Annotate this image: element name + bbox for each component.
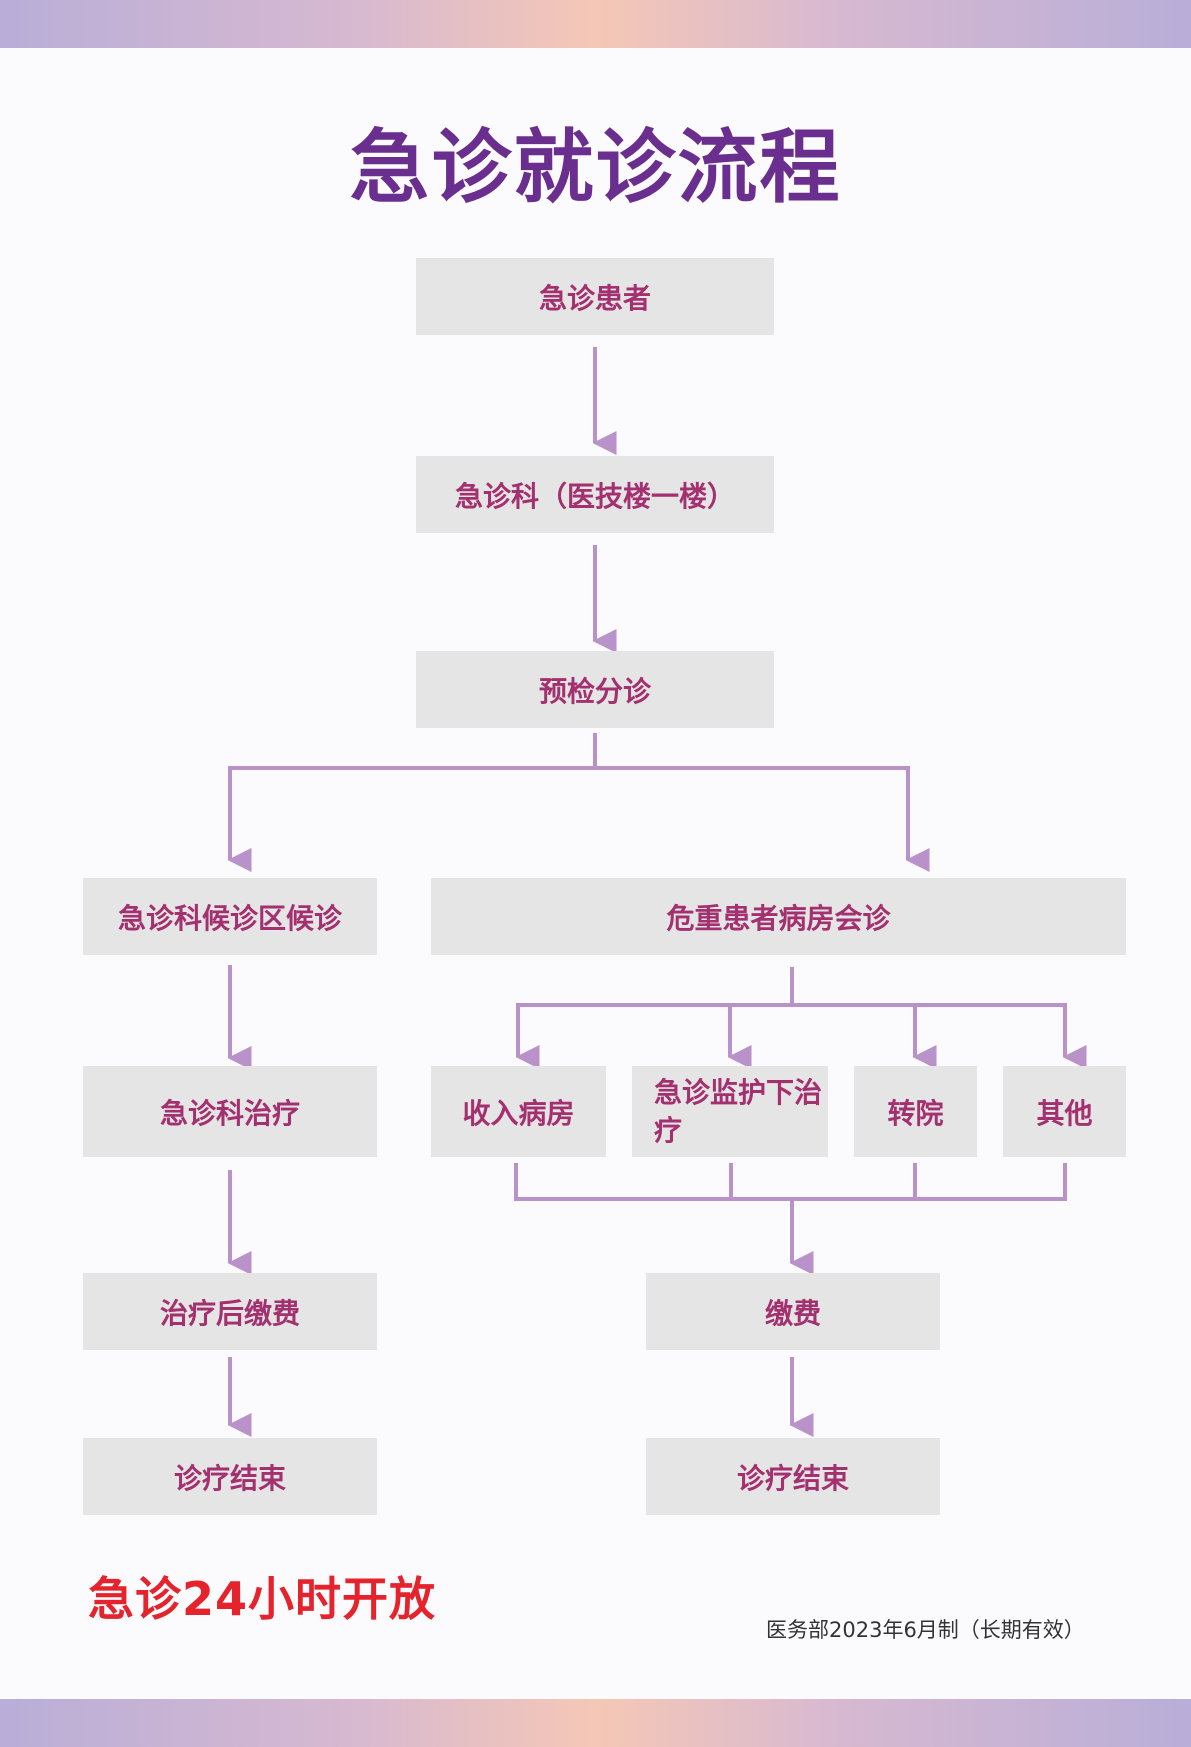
top-gradient-band xyxy=(0,0,1191,48)
node-end-left: 诊疗结束 xyxy=(83,1438,377,1515)
node-er-treatment: 急诊科治疗 xyxy=(83,1066,377,1157)
node-end-right: 诊疗结束 xyxy=(646,1438,940,1515)
node-critical-consultation: 危重患者病房会诊 xyxy=(431,878,1126,955)
triage-split-line-right xyxy=(595,766,930,872)
page-title: 急诊就诊流程 xyxy=(349,121,842,214)
merge-line xyxy=(514,1163,1067,1201)
open-24-hours-notice: 急诊24小时开放 xyxy=(88,1572,437,1626)
critical-branch-transfer xyxy=(792,1003,937,1069)
node-payment: 缴费 xyxy=(646,1273,940,1350)
critical-branch-other xyxy=(915,1003,1087,1069)
node-other: 其他 xyxy=(1003,1066,1126,1157)
footer-issuer-note: 医务部2023年6月制（长期有效） xyxy=(766,1618,1085,1642)
bottom-gradient-band xyxy=(0,1699,1191,1747)
node-admit-ward: 收入病房 xyxy=(431,1066,606,1157)
node-emergency-department: 急诊科（医技楼一楼） xyxy=(416,456,774,533)
node-emergency-patient: 急诊患者 xyxy=(416,258,774,335)
node-transfer-hospital: 转院 xyxy=(854,1066,977,1157)
node-pay-after-treatment: 治疗后缴费 xyxy=(83,1273,377,1350)
node-monitored-treatment: 急诊监护下治疗 xyxy=(632,1066,828,1157)
node-triage: 预检分诊 xyxy=(416,651,774,728)
triage-split-line xyxy=(227,733,597,872)
node-waiting-area: 急诊科候诊区候诊 xyxy=(83,878,377,955)
critical-split-line xyxy=(515,967,794,1069)
